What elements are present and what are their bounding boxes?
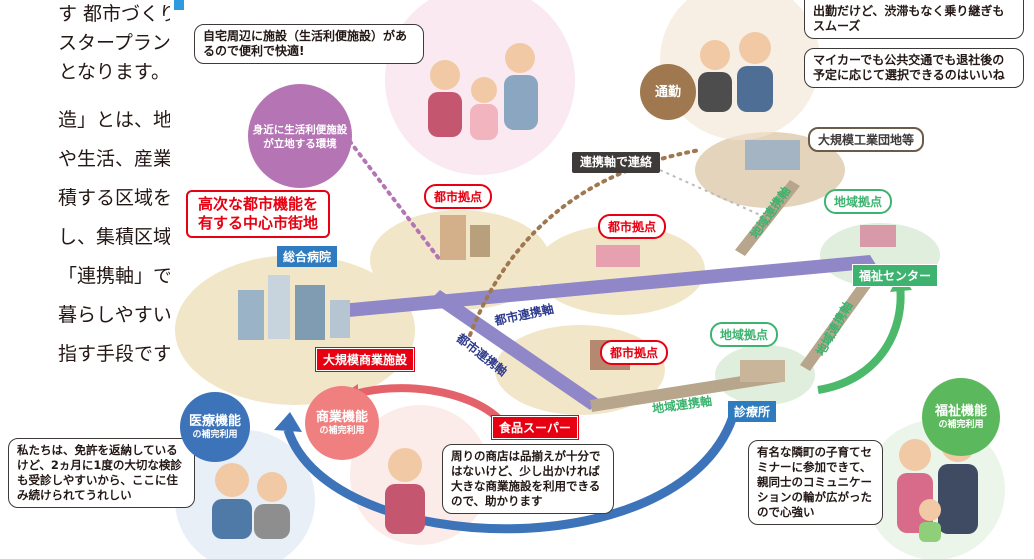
regional-axis-road-2 [735, 180, 800, 256]
bubble-commute-1: 出勤だけど、渋滞もなく乗り継ぎもスムーズ [804, 0, 1024, 39]
label-center-city: 高次な都市機能を 有する中心市街地 [186, 190, 331, 238]
circle-nearby-title: 身近に生活利便施設 [252, 123, 348, 136]
hub-regional-1: 地域拠点 [824, 189, 893, 214]
bubble-top-left: 自宅周辺に施設（生活利便施設）があるので便利で快適! [194, 24, 424, 64]
circle-medical-title: 医療機能 [188, 413, 241, 429]
article-line-9: 暮らしやすい [58, 304, 170, 326]
nearby-dotted-route [343, 133, 442, 262]
label-clinic: 診療所 [728, 401, 777, 422]
bubble-commute-2: マイカーでも公共交通でも退社後の予定に応じて選択できるのはいいね [804, 48, 1024, 88]
circle-medical-sub: の補完利用 [192, 429, 238, 440]
circle-nearby: 身近に生活利便施設 が立地する環境 [248, 84, 352, 188]
label-industrial: 大規模工業団地等 [808, 127, 925, 152]
industrial-dotted-route [659, 169, 761, 216]
article-line-7: し、集積区域 [58, 226, 170, 248]
bubble-shopper: 周りの商店は品揃えが十分ではないけど、少し出かければ大きな商業施設を利用できるの… [442, 444, 614, 514]
welfare-arrow [817, 284, 905, 394]
hub-urban-2: 都市拠点 [598, 214, 667, 239]
circle-commute: 通勤 [640, 64, 696, 120]
label-hospital: 総合病院 [277, 246, 338, 267]
medical-arrow-head [274, 412, 302, 432]
label-welfare-center: 福祉センター [852, 264, 939, 287]
label-supermarket: 食品スーパー [492, 416, 578, 439]
article-line-3: となります。 [58, 61, 170, 83]
article-line-6: 積する区域を [58, 187, 170, 209]
label-link-connect: 連携軸で連絡 [572, 152, 661, 173]
circle-nearby-sub: が立地する環境 [263, 137, 337, 150]
corner-tab [174, 0, 184, 10]
article-line-1: す 都市づくり [58, 3, 170, 25]
urban-axis-road-2 [430, 290, 600, 410]
circle-welfare-sub: の補完利用 [938, 419, 984, 430]
article-line-8: 「連携軸」で [58, 265, 170, 287]
circle-commerce-title: 商業機能 [315, 409, 368, 425]
label-large-commercial: 大規模商業施設 [316, 348, 415, 371]
urban-axis-road [330, 255, 878, 318]
medical-arrow [283, 408, 740, 534]
regional-axis-road-1 [590, 370, 782, 412]
commerce-arrow [350, 384, 503, 423]
bubble-parent: 有名な隣町の子育てセミナーに参加できて、親同士のコミュニケーションの輪が広がった… [748, 440, 883, 525]
circle-medical: 医療機能 の補完利用 [180, 392, 250, 462]
article-line-10: 指す手段です。 [58, 343, 170, 365]
article-line-2: スタープランの [58, 32, 170, 54]
circle-commerce-sub: の補完利用 [319, 425, 365, 436]
circle-commute-title: 通勤 [654, 84, 681, 100]
hub-urban-3: 都市拠点 [600, 340, 669, 365]
article-line-5: や生活、産業、 [58, 148, 170, 170]
bubble-elderly: 私たちは、免許を返納しているけど、2ヵ月に1度の大切な検診も受診しやすいから、こ… [8, 438, 195, 508]
article-line-4: 造」とは、地域 [58, 109, 170, 131]
hub-urban-1: 都市拠点 [424, 184, 493, 209]
regional-axis-road-3 [800, 275, 875, 371]
circle-commerce: 商業機能 の補完利用 [305, 386, 379, 460]
people-figures [212, 32, 978, 542]
circle-welfare: 福祉機能 の補完利用 [922, 378, 1000, 456]
circle-welfare-title: 福祉機能 [934, 403, 987, 419]
buildings [238, 140, 896, 382]
hub-regional-2: 地域拠点 [710, 322, 779, 347]
